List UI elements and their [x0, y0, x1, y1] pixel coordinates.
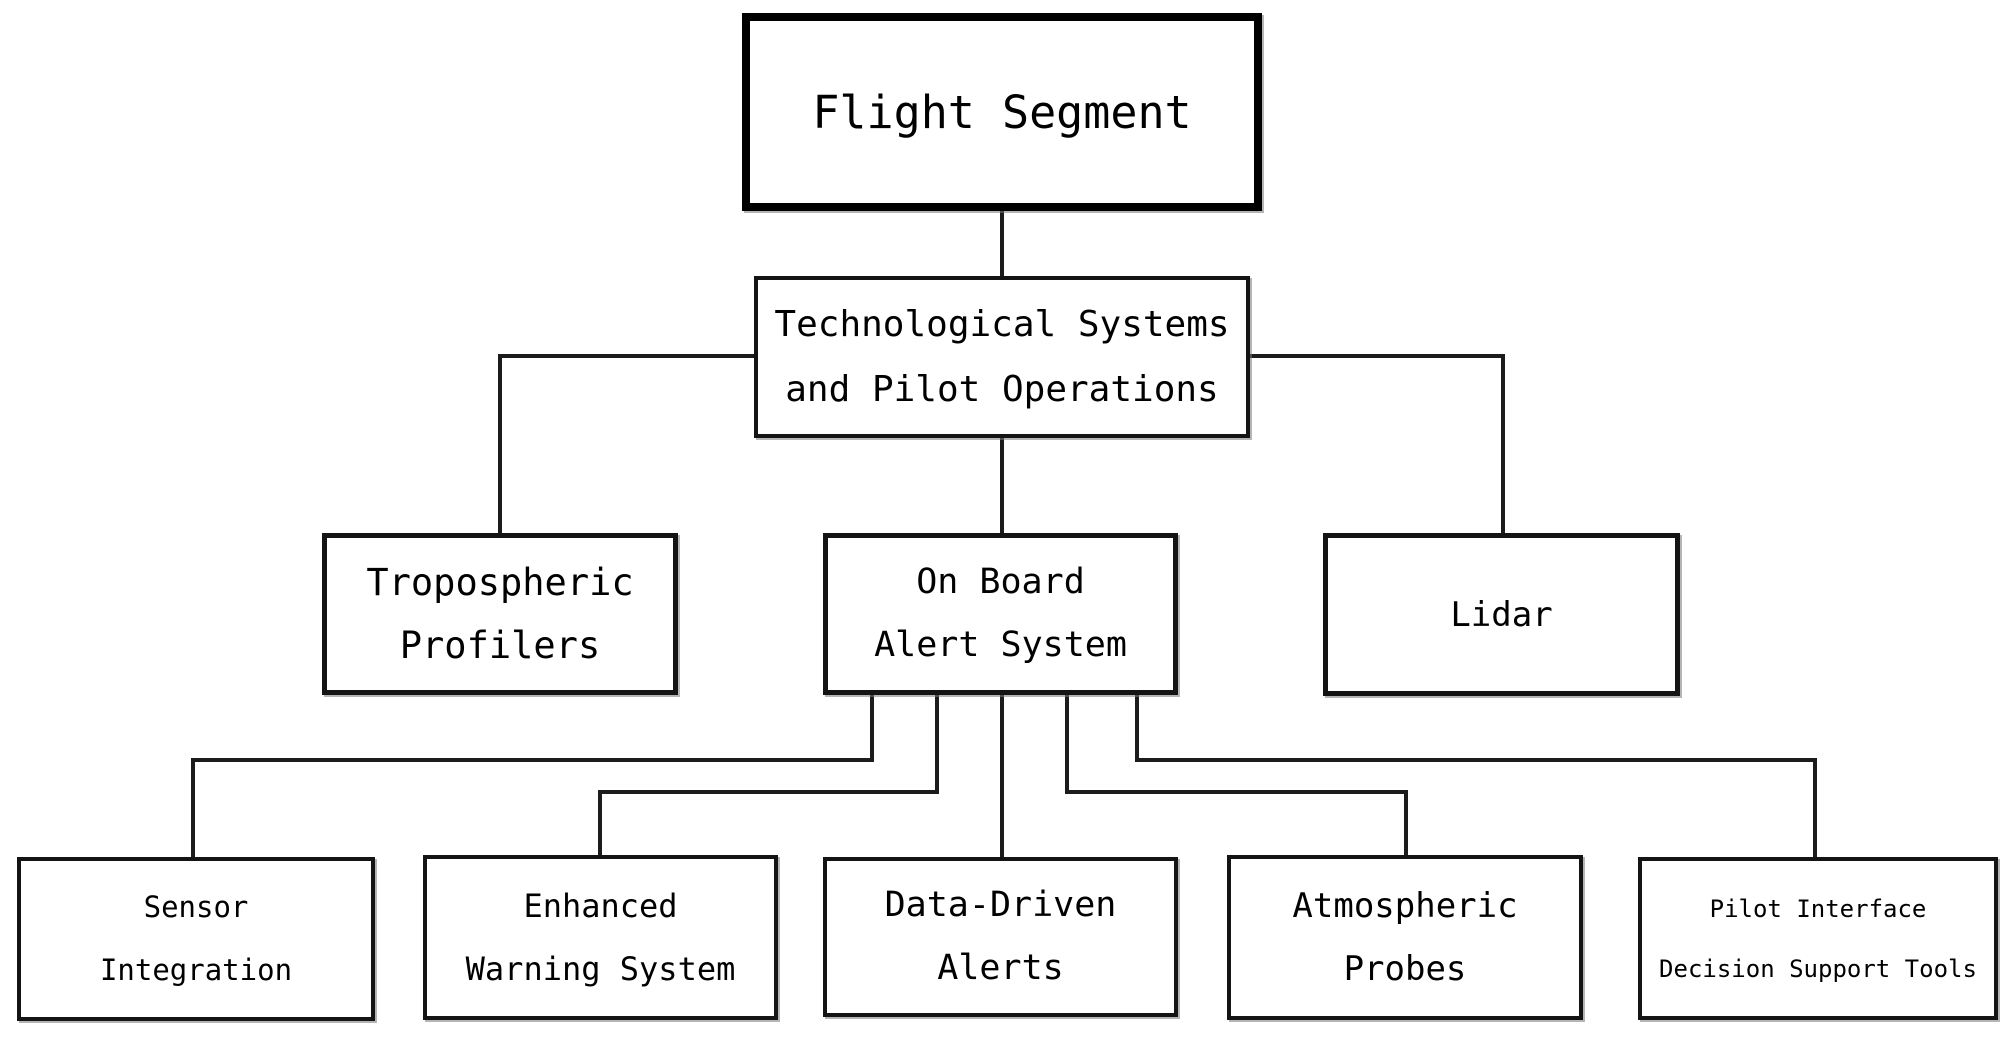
node-label-line1: On Board — [916, 562, 1085, 602]
node-sensor-integration: Sensor Integration — [17, 857, 375, 1021]
node-label-line1: Tropospheric — [366, 561, 634, 604]
node-label-line1: Pilot Interface — [1709, 894, 1927, 923]
connector-obas-to-pilot-interface — [1135, 691, 1817, 861]
node-flight-segment: Flight Segment — [742, 13, 1262, 211]
connector-obas-to-enhanced-warning — [598, 691, 939, 859]
connector-tech-to-tropospheric — [498, 354, 758, 537]
node-label-line1: Atmospheric — [1292, 886, 1518, 926]
node-lidar: Lidar — [1323, 533, 1680, 696]
node-label-line2: and Pilot Operations — [785, 368, 1219, 410]
node-label-line2: Profilers — [399, 624, 601, 667]
node-label: Lidar — [1450, 594, 1553, 635]
node-label-line2: Alerts — [937, 948, 1064, 988]
node-data-driven-alerts: Data-Driven Alerts — [823, 857, 1178, 1017]
node-label-line2: Integration — [99, 953, 293, 987]
node-technological-systems: Technological Systems and Pilot Operatio… — [754, 276, 1250, 438]
node-on-board-alert-system: On Board Alert System — [823, 533, 1178, 695]
connector-obas-to-atmospheric — [1065, 691, 1408, 859]
node-label-line2: Decision Support Tools — [1659, 954, 1977, 983]
connector-obas-to-sensor — [191, 691, 874, 861]
node-tropospheric-profilers: Tropospheric Profilers — [322, 533, 678, 695]
node-label-line1: Sensor — [143, 890, 249, 924]
node-label-line2: Alert System — [874, 625, 1127, 665]
node-enhanced-warning-system: Enhanced Warning System — [423, 855, 778, 1020]
node-atmospheric-probes: Atmospheric Probes — [1227, 855, 1583, 1020]
node-label-line1: Data-Driven — [884, 885, 1117, 925]
node-label: Flight Segment — [812, 85, 1192, 139]
node-label-line1: Enhanced — [523, 887, 678, 925]
node-pilot-interface-decision-support-tools: Pilot Interface Decision Support Tools — [1638, 857, 1998, 1020]
node-label-line1: Technological Systems — [774, 303, 1230, 345]
connector-tech-to-lidar — [1246, 354, 1505, 537]
node-label-line2: Probes — [1343, 949, 1467, 989]
node-label-line2: Warning System — [465, 950, 736, 988]
